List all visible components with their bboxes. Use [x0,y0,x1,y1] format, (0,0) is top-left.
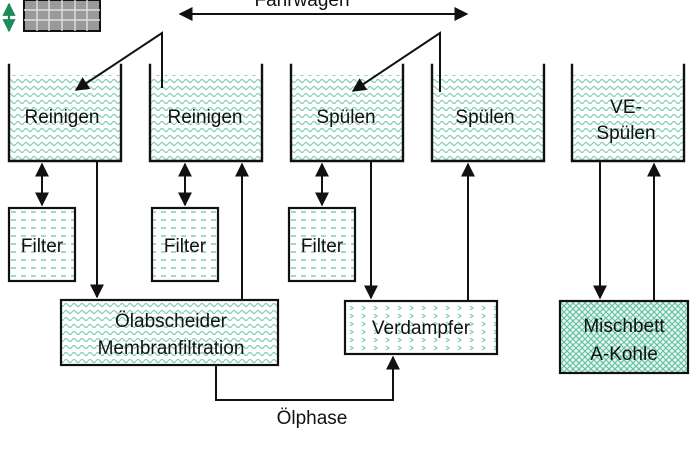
oil-separator-label-line1: Ölabscheider [115,311,228,332]
filter-2-label: Filter [164,236,207,257]
tank-cleaning-1: Reinigen [7,63,123,163]
tank-cleaning-1-label: Reinigen [25,107,100,128]
tank-rinse-1-label: Spülen [316,107,375,128]
filter-1-label: Filter [21,236,64,257]
tank-rinse-2: Spülen [430,63,546,163]
transfer-path-1 [74,31,163,91]
mesh-grid-icon [23,0,101,32]
tank-deionized-rinse-label-line1: VE- [610,97,642,118]
transfer-path-2 [351,31,441,92]
evaporator-unit: Verdampfer [343,299,499,356]
oil-separator-label-line2: Membranfiltration [98,338,245,359]
carriage-label: Fahrwagen [254,0,349,11]
tank-rinse-2-label: Spülen [455,107,514,128]
filter-3: Filter [287,206,357,283]
oil-separator-unit: Ölabscheider Membranfiltration [59,298,280,367]
evaporator-label: Verdampfer [372,318,471,339]
filter-2: Filter [150,206,220,283]
tank-deionized-rinse: VE- Spülen [570,63,686,163]
oil-phase-flow [215,355,400,401]
tank-cleaning-2-label: Reinigen [168,107,243,128]
oil-phase-label: Ölphase [277,408,348,429]
filter-3-label: Filter [301,236,344,257]
tank-deionized-rinse-label-line2: Spülen [596,123,655,144]
mixbed-unit: Mischbett A-Kohle [558,299,690,375]
mixbed-label-line2: A-Kohle [590,344,658,365]
tank-rinse-1: Spülen [289,63,405,163]
tank-cleaning-2: Reinigen [148,63,264,163]
filter-1: Filter [7,206,77,283]
mixbed-label-line1: Mischbett [583,316,665,337]
